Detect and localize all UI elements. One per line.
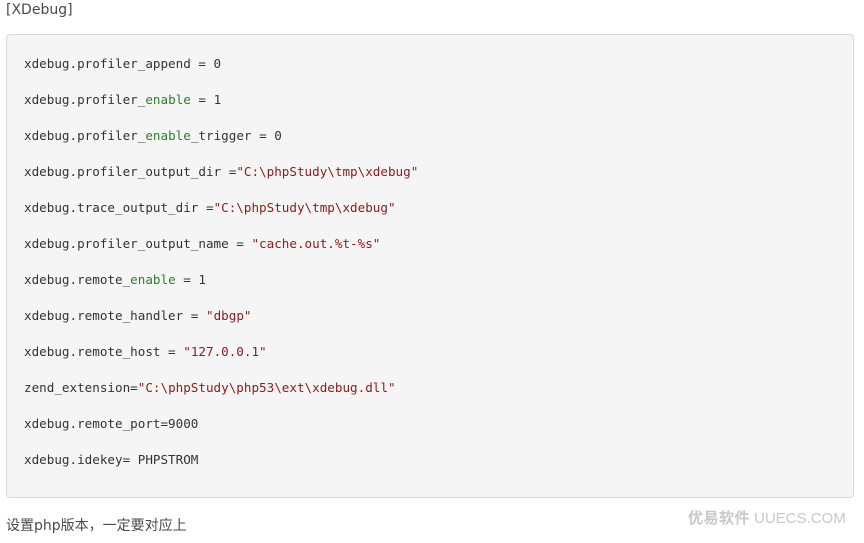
- code-line: xdebug.profiler_enable = 1: [24, 91, 221, 109]
- code-token: xdebug.remote_port=9000: [24, 416, 199, 431]
- code-token: enable: [145, 92, 191, 107]
- code-token: xdebug.remote_handler =: [24, 308, 206, 323]
- code-line: xdebug.profiler_append = 0: [24, 55, 221, 73]
- code-token: "C:\phpStudy\php53\ext\xdebug.dll": [137, 380, 396, 395]
- code-token: enable: [145, 128, 191, 143]
- code-token: "C:\phpStudy\tmp\xdebug": [236, 164, 419, 179]
- code-token: xdebug.remote_: [24, 272, 131, 287]
- code-token: xdebug.remote_host =: [24, 344, 184, 359]
- code-token: xdebug.profiler_append = 0: [24, 56, 222, 71]
- code-line: xdebug.trace_output_dir ="C:\phpStudy\tm…: [24, 199, 396, 217]
- code-token: xdebug.trace_output_dir =: [24, 200, 214, 215]
- code-token: _trigger = 0: [190, 128, 282, 143]
- code-token: = 1: [190, 92, 222, 107]
- footer-text: 设置php版本，一定要对应上: [6, 518, 187, 534]
- code-token: enable: [130, 272, 176, 287]
- code-token: xdebug.idekey= PHPSTROM: [24, 452, 199, 467]
- code-line: xdebug.profiler_enable_trigger = 0: [24, 127, 282, 145]
- code-line: xdebug.profiler_output_dir ="C:\phpStudy…: [24, 163, 418, 181]
- code-line: zend_extension="C:\phpStudy\php53\ext\xd…: [24, 379, 396, 397]
- code-line: xdebug.profiler_output_name = "cache.out…: [24, 235, 380, 253]
- code-line: xdebug.idekey= PHPSTROM: [24, 451, 198, 469]
- watermark-logo-text: 优易软件: [688, 509, 751, 527]
- code-token: xdebug.profiler_: [24, 128, 146, 143]
- code-line: xdebug.remote_handler = "dbgp": [24, 307, 251, 325]
- section-header: [XDebug]: [6, 2, 73, 18]
- code-token: xdebug.profiler_: [24, 92, 146, 107]
- code-block: xdebug.profiler_append = 0 xdebug.profil…: [6, 34, 854, 498]
- code-line: xdebug.remote_enable = 1: [24, 271, 206, 289]
- code-token: "dbgp": [205, 308, 252, 323]
- code-token: zend_extension=: [24, 380, 138, 395]
- code-line: xdebug.remote_host = "127.0.0.1": [24, 343, 267, 361]
- watermark-domain: UUECS.COM: [754, 510, 846, 527]
- code-token: xdebug.profiler_output_name =: [24, 236, 252, 251]
- code-token: "C:\phpStudy\tmp\xdebug": [213, 200, 396, 215]
- code-token: "cache.out.%t-%s": [251, 236, 381, 251]
- code-line: xdebug.remote_port=9000: [24, 415, 198, 433]
- code-token: xdebug.profiler_output_dir =: [24, 164, 237, 179]
- code-token: "127.0.0.1": [183, 344, 267, 359]
- code-token: = 1: [175, 272, 206, 287]
